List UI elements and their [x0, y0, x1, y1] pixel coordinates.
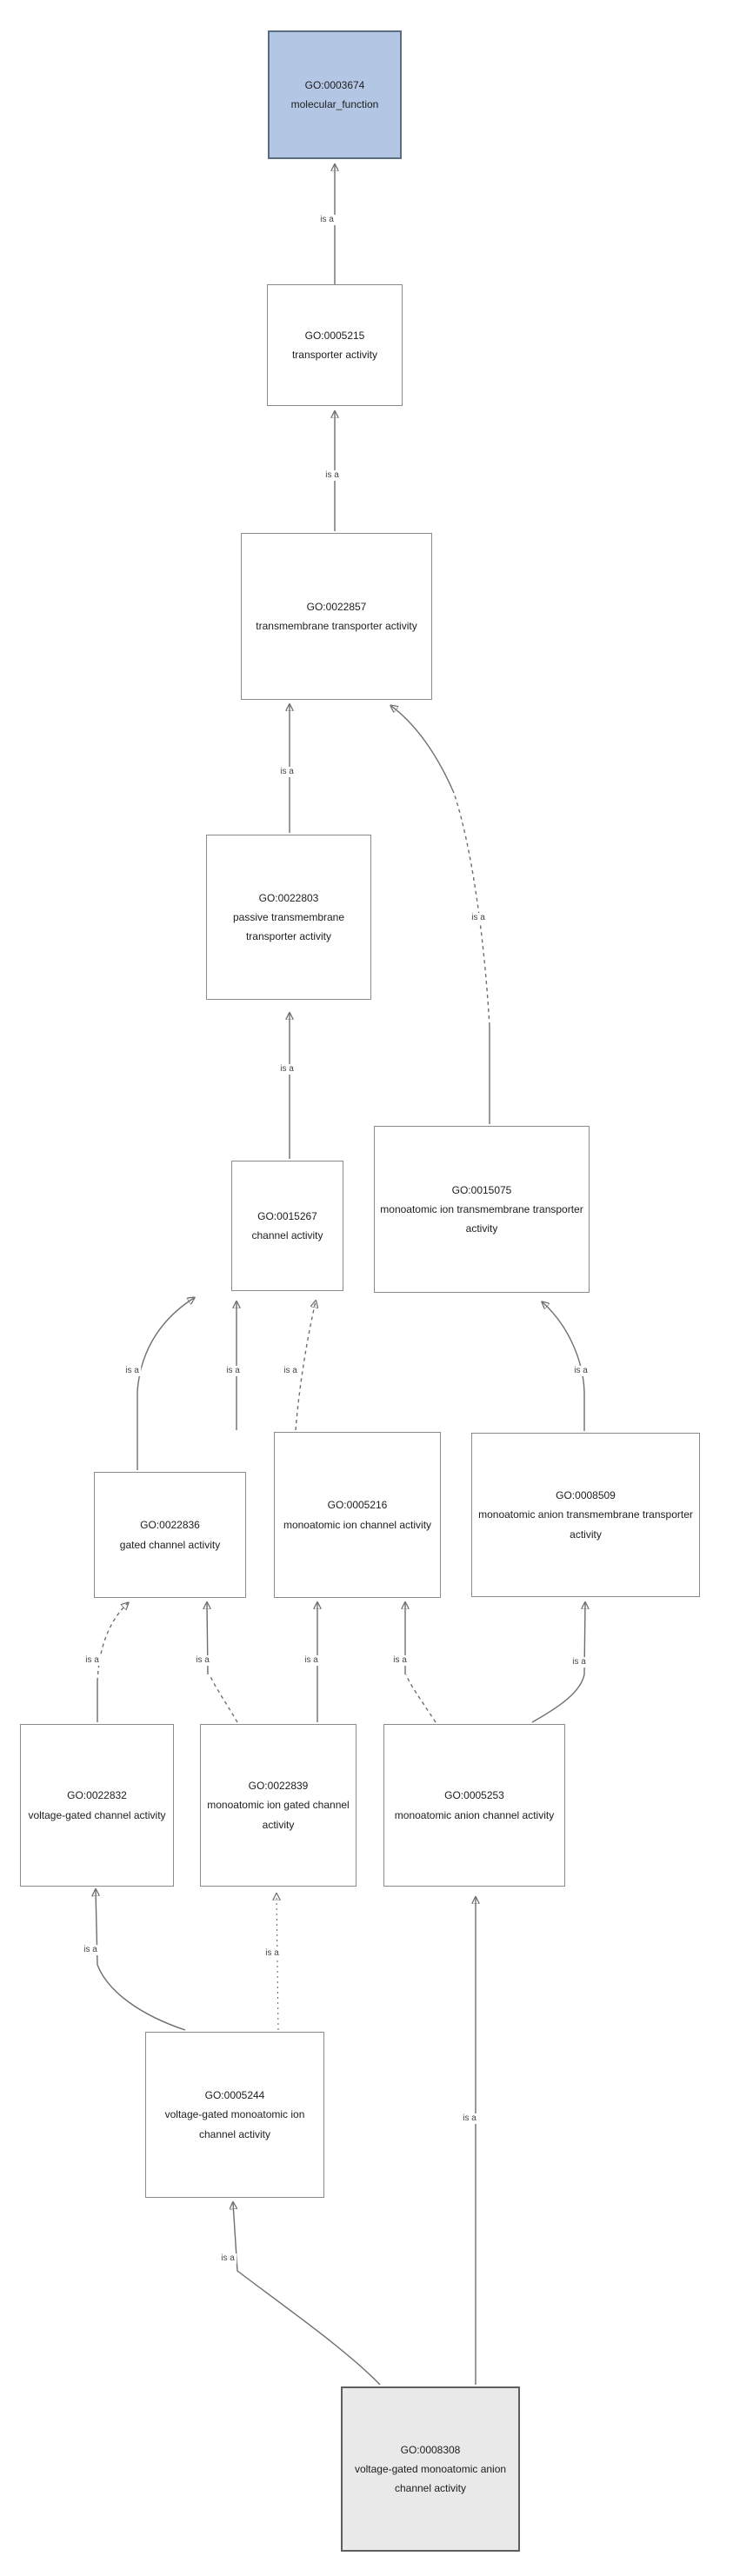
go-id: GO:0022857: [306, 600, 367, 613]
go-name: monoatomic ion gated channel activity: [207, 1799, 350, 1831]
edge-0005244-0022839: [277, 1894, 278, 2031]
edge-label-is-a: is a: [303, 1655, 320, 1666]
go-id: GO:0015267: [257, 1209, 317, 1222]
edge-label-is-a: is a: [318, 215, 336, 225]
go-id: GO:0015075: [451, 1183, 512, 1196]
go-node-0005216[interactable]: GO:0005216 monoatomic ion channel activi…: [274, 1432, 441, 1598]
go-node-0005244[interactable]: GO:0005244 voltage-gated monoatomic ion …: [145, 2032, 324, 2198]
edge-0008509-0015075: [543, 1302, 585, 1431]
go-node-0015267[interactable]: GO:0015267 channel activity: [231, 1161, 343, 1291]
edge-label-is-a: is a: [570, 1657, 588, 1667]
go-node-0008509[interactable]: GO:0008509 monoatomic anion transmembran…: [471, 1433, 700, 1597]
edge-label-is-a: is a: [83, 1655, 101, 1666]
go-id: GO:0005215: [304, 329, 365, 342]
go-name: molecular_function: [290, 98, 379, 110]
go-id: GO:0022832: [67, 1789, 127, 1802]
go-node-0003674[interactable]: GO:0003674 molecular_function: [268, 30, 402, 159]
go-id: GO:0022839: [248, 1780, 309, 1793]
edge-label-is-a: is a: [391, 1655, 409, 1666]
edge-label-is-a: is a: [323, 470, 341, 481]
go-node-0022803[interactable]: GO:0022803 passive transmembrane transpo…: [206, 835, 371, 1000]
edge-label-is-a: is a: [263, 1948, 281, 1959]
go-node-0005215[interactable]: GO:0005215 transporter activity: [267, 284, 403, 406]
edge-0015075-0022857-c: [391, 706, 455, 794]
go-node-0022832[interactable]: GO:0022832 voltage-gated channel activit…: [20, 1724, 174, 1887]
go-name: gated channel activity: [119, 1538, 221, 1551]
go-name: passive transmembrane transporter activi…: [232, 910, 345, 943]
edge-label-is-a: is a: [219, 2253, 237, 2264]
edge-label-is-a: is a: [470, 913, 487, 923]
go-name: monoatomic ion transmembrane transporter…: [380, 1202, 583, 1235]
edge-0022832-0022836-b: [97, 1603, 128, 1682]
go-id: GO:0005244: [204, 2089, 265, 2102]
go-name: channel activity: [251, 1229, 323, 1241]
go-node-0015075[interactable]: GO:0015075 monoatomic ion transmembrane …: [374, 1126, 590, 1293]
edge-0022836-0015267: [137, 1298, 194, 1470]
edge-label-is-a: is a: [461, 2113, 478, 2124]
go-node-0022839[interactable]: GO:0022839 monoatomic ion gated channel …: [200, 1724, 357, 1887]
go-id: GO:0003674: [304, 78, 365, 91]
edge-0015075-0022857-b: [453, 792, 490, 1027]
edge-0005216-0015075: [295, 1301, 316, 1431]
edge-label-is-a: is a: [82, 1945, 99, 1955]
edge-label-is-a: is a: [572, 1366, 590, 1376]
go-name: voltage-gated monoatomic anion channel a…: [354, 2462, 507, 2495]
edge-label-is-a: is a: [123, 1366, 141, 1376]
edge-label-is-a: is a: [282, 1366, 299, 1376]
edge-0005253-0008509: [531, 1603, 585, 1723]
go-node-0022836[interactable]: GO:0022836 gated channel activity: [94, 1472, 246, 1598]
go-name: voltage-gated monoatomic ion channel act…: [164, 2108, 305, 2140]
go-id: GO:0022803: [258, 891, 319, 904]
go-name: monoatomic anion transmembrane transport…: [478, 1508, 693, 1541]
go-node-0022857[interactable]: GO:0022857 transmembrane transporter act…: [241, 533, 432, 700]
go-id: GO:0008509: [556, 1489, 616, 1502]
edge-label-is-a: is a: [278, 767, 296, 777]
go-name: voltage-gated channel activity: [28, 1808, 166, 1821]
edge-label-is-a: is a: [278, 1064, 296, 1075]
edge-0008308-0005244: [233, 2203, 381, 2386]
go-id: GO:0005216: [327, 1499, 388, 1512]
edge-label-is-a: is a: [224, 1366, 242, 1376]
go-name: transporter activity: [291, 349, 378, 361]
edge-label-is-a: is a: [194, 1655, 211, 1666]
go-id: GO:0022836: [140, 1519, 200, 1532]
go-name: monoatomic anion channel activity: [394, 1808, 555, 1821]
go-id: GO:0005253: [444, 1789, 504, 1802]
go-name: transmembrane transporter activity: [256, 620, 417, 632]
edge-0005244-0022832: [96, 1890, 186, 2031]
go-node-0005253[interactable]: GO:0005253 monoatomic anion channel acti…: [383, 1724, 565, 1887]
edge-0005253-0005216-a: [405, 1674, 436, 1723]
go-node-0008308[interactable]: GO:0008308 voltage-gated monoatomic anio…: [341, 2386, 520, 2552]
go-name: monoatomic ion channel activity: [283, 1518, 432, 1531]
go-id: GO:0008308: [400, 2443, 461, 2456]
edge-0022839-0022836-a: [209, 1674, 238, 1723]
